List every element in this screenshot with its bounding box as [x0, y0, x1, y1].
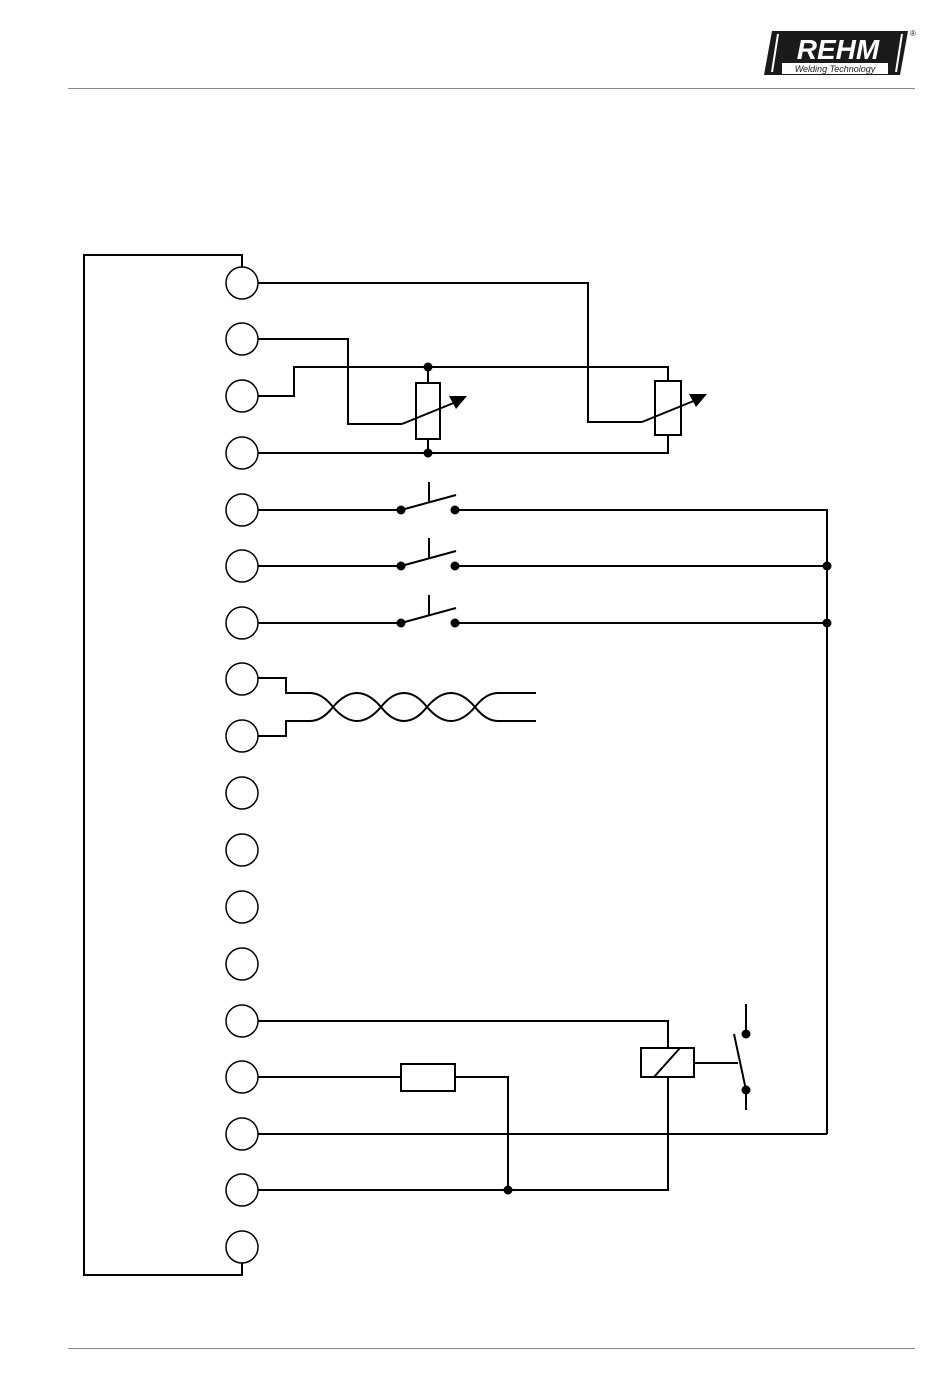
- wire-button1-common: [455, 510, 827, 1134]
- junction-pot1-top: [424, 363, 433, 372]
- button1-node-left: [397, 506, 406, 515]
- terminal-8: [226, 663, 258, 695]
- terminal-17: [226, 1174, 258, 1206]
- terminal-2: [226, 323, 258, 355]
- terminal-9: [226, 720, 258, 752]
- junction-pot1-bottom: [424, 449, 433, 458]
- junction-resistor-relay: [504, 1186, 513, 1195]
- terminal-6: [226, 550, 258, 582]
- wire-t2-pot1-wiper: [258, 339, 402, 424]
- button2-node-left: [397, 562, 406, 571]
- terminal-11: [226, 834, 258, 866]
- terminal-14: [226, 1005, 258, 1037]
- potentiometer-1-arrowhead: [449, 396, 467, 409]
- wire-t14-relay-coil: [258, 1021, 668, 1048]
- terminal-1: [226, 267, 258, 299]
- button1-node-right: [451, 506, 460, 515]
- junction-common-button2: [823, 562, 832, 571]
- connector-outline: [84, 255, 242, 1275]
- terminal-7: [226, 607, 258, 639]
- wire-t3-pot-top: [258, 367, 668, 396]
- terminal-4: [226, 437, 258, 469]
- terminal-3: [226, 380, 258, 412]
- terminal-18: [226, 1231, 258, 1263]
- button3-node-right: [451, 619, 460, 628]
- resistor: [401, 1064, 455, 1091]
- terminal-16: [226, 1118, 258, 1150]
- relay-contact-node-bottom: [742, 1086, 751, 1095]
- terminal-12: [226, 891, 258, 923]
- wire-t1-pot2-wiper: [258, 283, 642, 422]
- terminal-13: [226, 948, 258, 980]
- button2-node-right: [451, 562, 460, 571]
- terminal-10: [226, 777, 258, 809]
- button3-node-left: [397, 619, 406, 628]
- terminal-15: [226, 1061, 258, 1093]
- terminal-5: [226, 494, 258, 526]
- twisted-pair-wire-b: [258, 693, 536, 736]
- twisted-pair-wire-a: [258, 678, 536, 721]
- footer-rule: [68, 1348, 915, 1349]
- junction-common-button3: [823, 619, 832, 628]
- relay-contact-node-top: [742, 1030, 751, 1039]
- wire-t4-pot-bottom: [258, 435, 668, 453]
- potentiometer-2-arrowhead: [689, 394, 707, 407]
